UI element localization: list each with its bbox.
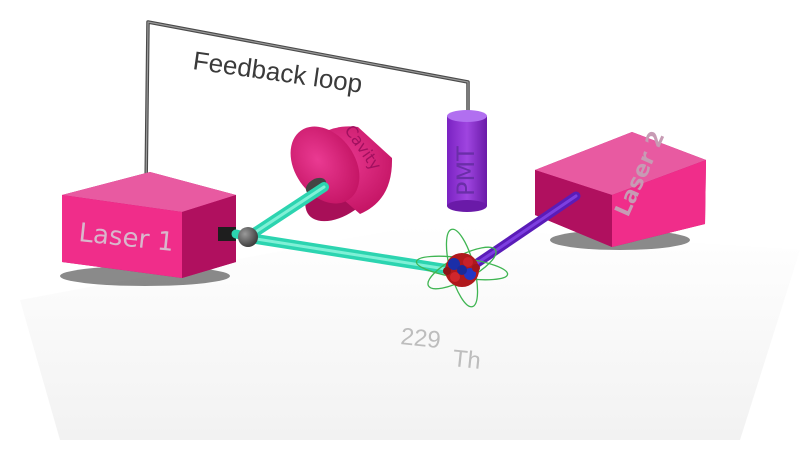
- pmt-label: PMT: [452, 146, 480, 196]
- beam-splitter: [238, 227, 258, 247]
- isotope-symbol: Th: [451, 345, 482, 375]
- isotope-mass-number: 229: [399, 323, 442, 354]
- laser-1-box: [60, 172, 236, 286]
- laser-2-box: [535, 132, 706, 250]
- thorium-atom: [415, 228, 509, 308]
- pmt-detector: [447, 110, 487, 212]
- feedback-loop-label: Feedback loop: [191, 45, 364, 98]
- cavity: [290, 126, 393, 222]
